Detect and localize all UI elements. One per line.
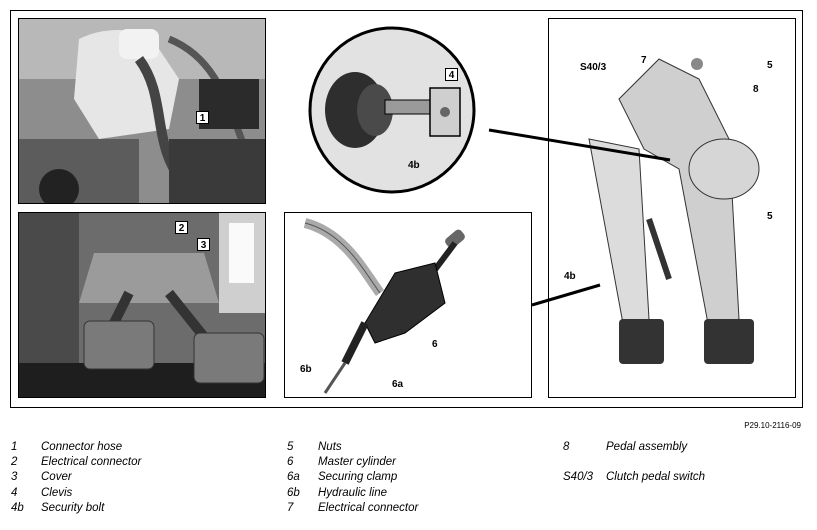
pedal-area-photo: [18, 212, 266, 398]
figure-reference: P29.10-2116-09: [744, 421, 801, 430]
pedal-assembly-drawing: [548, 18, 796, 398]
callout-3: 3: [197, 238, 210, 251]
callout-2: 2: [175, 221, 188, 234]
label-4b-pedal: 4b: [564, 271, 576, 282]
label-5-top: 5: [767, 60, 773, 71]
engine-bay-photo: [18, 18, 266, 204]
label-5-bottom: 5: [767, 211, 773, 222]
label-S40-3: S40/3: [580, 62, 607, 73]
callout-4: 4: [445, 68, 458, 81]
label-8: 8: [753, 84, 759, 95]
label-6a: 6a: [392, 379, 404, 390]
master-cylinder-drawing: [284, 212, 532, 398]
callout-1: 1: [196, 111, 209, 124]
figure-frame: [10, 10, 803, 408]
label-7: 7: [641, 55, 647, 66]
clevis-detail-drawing: [308, 26, 476, 194]
label-4b-detail: 4b: [408, 160, 420, 171]
label-6: 6: [432, 339, 438, 350]
label-6b: 6b: [300, 364, 312, 375]
